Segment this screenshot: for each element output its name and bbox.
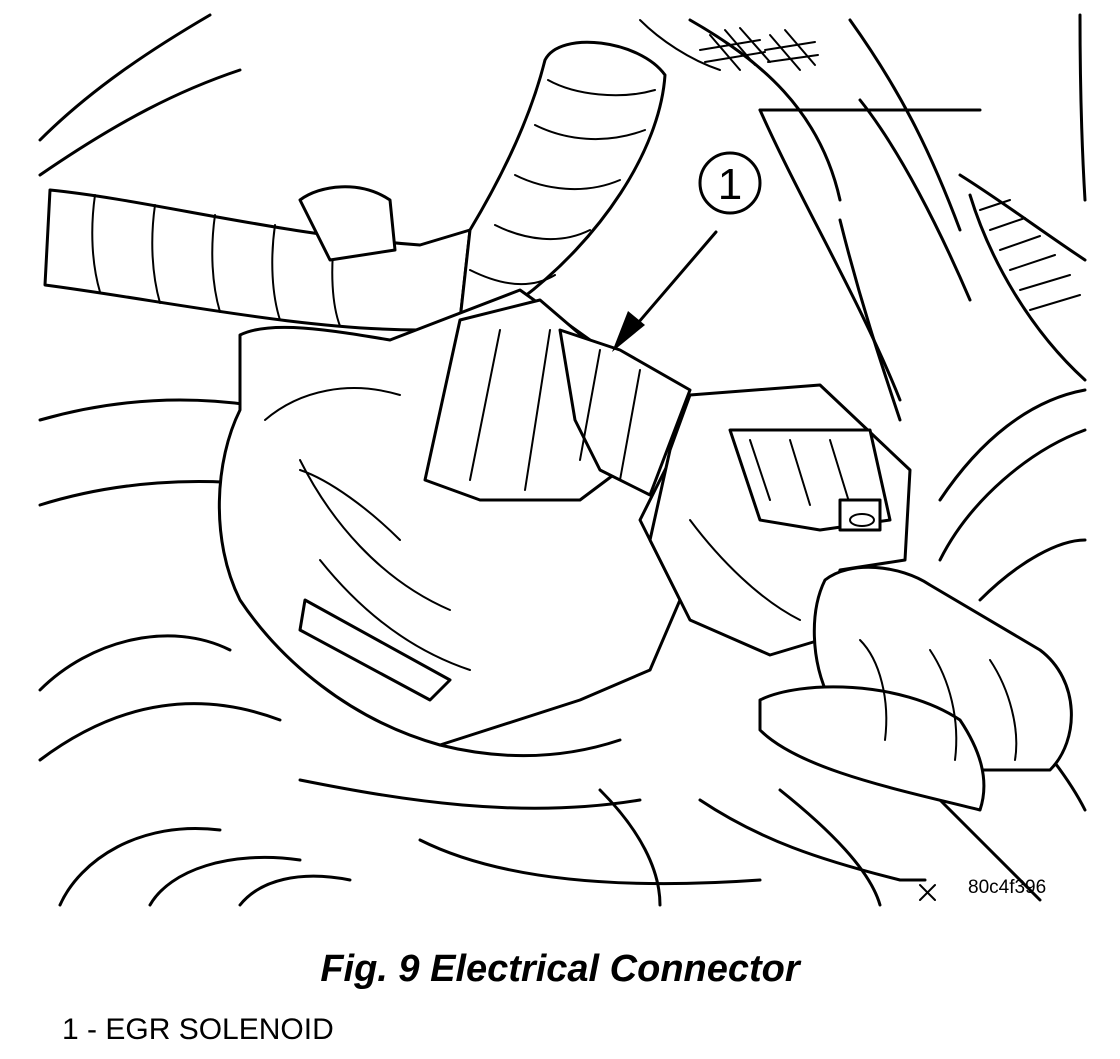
wiring-harness (43, 40, 667, 332)
electrical-connector (648, 383, 1073, 812)
mounting-bracket (298, 738, 936, 907)
egr-solenoid-body (217, 185, 692, 747)
image-code: 80c4f396 (968, 877, 1046, 898)
callout-number: 1 (718, 160, 742, 209)
figure-caption: Fig. 9 Electrical Connector (320, 948, 800, 990)
egr-solenoid-connector-illustration: 1 80c4f396 (38, 13, 1087, 907)
callout-1: 1 (612, 151, 762, 352)
legend-item: 1 - EGR SOLENOID (62, 1013, 334, 1046)
callout-balloon (698, 151, 762, 215)
leader-arrowhead (612, 311, 645, 352)
